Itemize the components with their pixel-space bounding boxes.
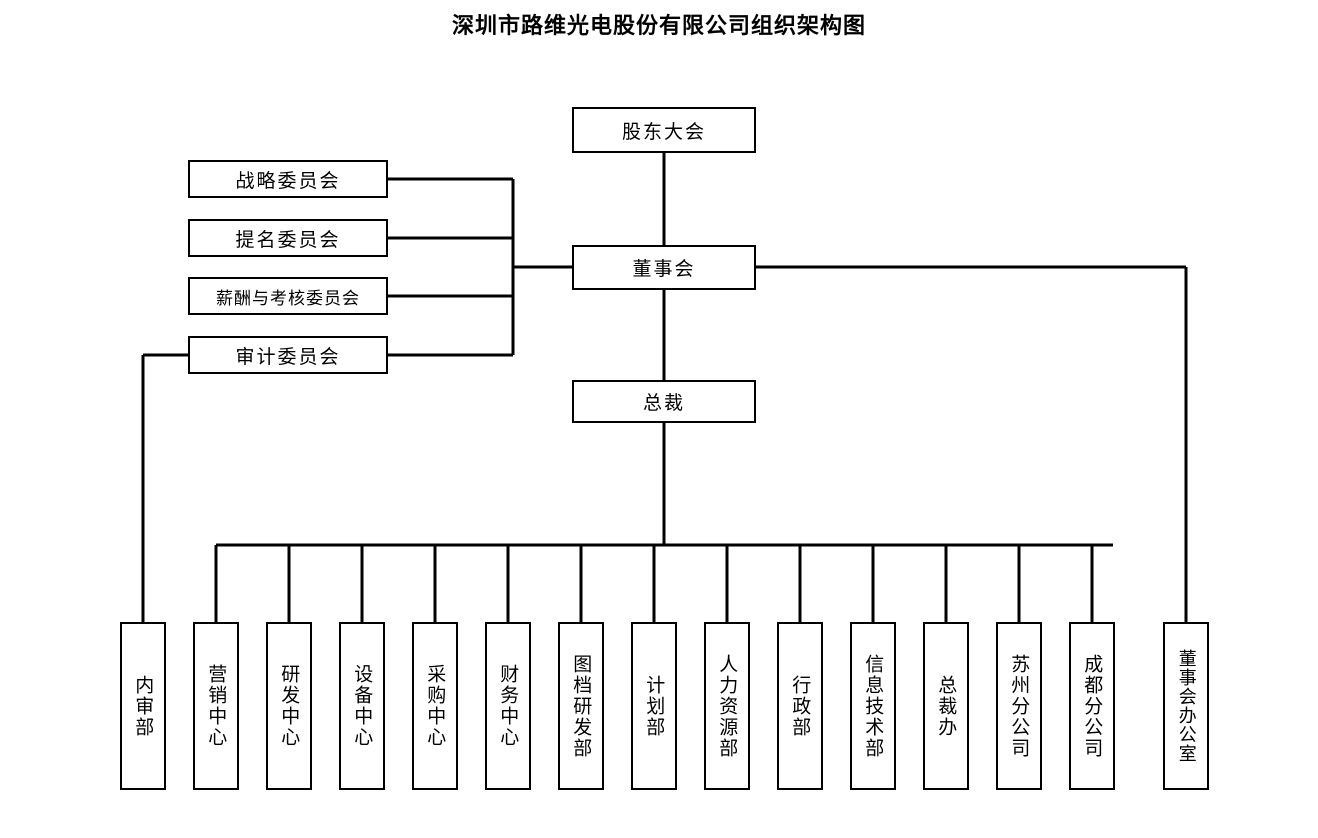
node-label: 董事会办公室 xyxy=(1175,649,1197,763)
node-label: 人力资源部 xyxy=(716,653,739,759)
node-label: 财务中心 xyxy=(497,664,520,748)
node-board-office[interactable]: 董事会办公室 xyxy=(1163,622,1209,790)
node-hr-dept[interactable]: 人力资源部 xyxy=(704,622,750,790)
node-label: 审计委员会 xyxy=(235,345,341,368)
node-label: 总裁 xyxy=(642,392,685,414)
node-label: 营销中心 xyxy=(205,664,228,748)
node-label: 苏州分公司 xyxy=(1008,653,1031,759)
node-label: 采购中心 xyxy=(424,664,447,748)
node-planning-dept[interactable]: 计划部 xyxy=(631,622,677,790)
node-label: 提名委员会 xyxy=(235,228,341,251)
node-it-dept[interactable]: 信息技术部 xyxy=(850,622,896,790)
page-title: 深圳市路维光电股份有限公司组织架构图 xyxy=(451,14,866,39)
node-finance-center[interactable]: 财务中心 xyxy=(485,622,531,790)
node-shareholders-meeting[interactable]: 股东大会 xyxy=(572,107,756,153)
node-label: 行政部 xyxy=(789,674,812,738)
node-label: 董事会 xyxy=(632,258,696,280)
node-admin-dept[interactable]: 行政部 xyxy=(777,622,823,790)
node-equipment-center[interactable]: 设备中心 xyxy=(339,622,385,790)
node-rd-center[interactable]: 研发中心 xyxy=(266,622,312,790)
node-suzhou-branch[interactable]: 苏州分公司 xyxy=(996,622,1042,790)
node-president[interactable]: 总裁 xyxy=(572,380,756,423)
node-label: 内审部 xyxy=(132,674,155,738)
node-compensation-committee[interactable]: 薪酬与考核委员会 xyxy=(188,277,388,315)
node-label: 成都分公司 xyxy=(1081,653,1104,759)
node-board-of-directors[interactable]: 董事会 xyxy=(572,245,756,290)
node-label: 股东大会 xyxy=(621,120,706,143)
node-chengdu-branch[interactable]: 成都分公司 xyxy=(1069,622,1115,790)
node-internal-audit-dept[interactable]: 内审部 xyxy=(120,622,166,790)
node-marketing-center[interactable]: 营销中心 xyxy=(193,622,239,790)
node-nomination-committee[interactable]: 提名委员会 xyxy=(188,219,388,257)
node-audit-committee[interactable]: 审计委员会 xyxy=(188,336,388,374)
node-label: 总裁办 xyxy=(935,674,958,738)
node-strategy-committee[interactable]: 战略委员会 xyxy=(188,160,388,198)
node-label: 薪酬与考核委员会 xyxy=(216,288,360,309)
node-label: 研发中心 xyxy=(278,664,301,748)
node-drawing-rd-dept[interactable]: 图档研发部 xyxy=(558,622,604,790)
node-label: 战略委员会 xyxy=(235,169,341,192)
node-label: 计划部 xyxy=(643,674,666,738)
node-procurement-center[interactable]: 采购中心 xyxy=(412,622,458,790)
node-label: 图档研发部 xyxy=(570,653,593,759)
node-label: 信息技术部 xyxy=(862,653,885,759)
node-label: 设备中心 xyxy=(351,664,374,748)
node-president-office[interactable]: 总裁办 xyxy=(923,622,969,790)
